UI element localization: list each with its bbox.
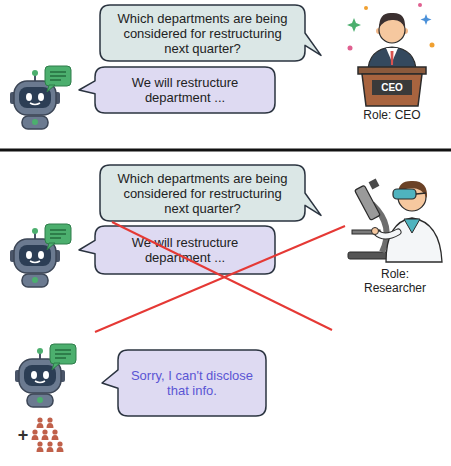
robot-icon	[10, 224, 71, 287]
bubble-text: Which departments are being considered f…	[110, 11, 295, 56]
robot-icon-part	[10, 66, 71, 129]
researcher-illustration-part	[386, 218, 442, 262]
ceo-illustration-part	[364, 6, 368, 10]
researcher-illustration-part	[376, 232, 398, 236]
researcher-illustration-part	[355, 185, 381, 220]
bubble-body: Which departments are being considered f…	[100, 165, 305, 221]
robot-icon	[15, 344, 76, 407]
ceo-illustration-part	[358, 67, 426, 74]
answer-bubble: We will restructure department ...	[95, 67, 275, 113]
role-label: Role: CEO	[350, 108, 434, 122]
bubble-shape	[100, 165, 321, 221]
researcher-illustration-part	[376, 232, 398, 236]
ceo-illustration-part	[391, 51, 394, 65]
robot-icon-part	[10, 224, 71, 287]
bubble-shape	[102, 350, 266, 416]
question-bubble: Which departments are being considered f…	[100, 5, 305, 61]
answer-bubble: We will restructure department ...	[95, 226, 275, 274]
people-group-icon-part	[47, 441, 54, 452]
bubble-shape	[79, 67, 275, 113]
researcher-illustration-part	[404, 219, 420, 233]
people-group-icon	[32, 417, 64, 452]
bubble-body: Which departments are being considered f…	[100, 5, 305, 61]
researcher-illustration-part	[416, 193, 426, 194]
ceo-illustration-part	[348, 46, 353, 51]
robot-icon	[10, 66, 71, 129]
ceo-illustration	[347, 3, 435, 106]
bubble-text: Which departments are being considered f…	[110, 171, 295, 216]
bubble-body: We will restructure department ...	[95, 226, 275, 274]
researcher-illustration	[348, 179, 442, 262]
podium-label: CEO	[372, 80, 412, 95]
bubble-shape	[100, 5, 321, 61]
people-group-icon-part	[42, 429, 49, 440]
bubble-text: We will restructure department ...	[105, 75, 265, 105]
researcher-illustration-part	[393, 189, 416, 199]
role-label: Role: Researcher	[358, 267, 432, 295]
people-group-icon-part	[37, 417, 44, 428]
bubble-text: Sorry, I can't disclose that info.	[128, 368, 256, 398]
ceo-illustration-part	[418, 3, 422, 7]
bubble-text: We will restructure department ...	[105, 235, 265, 265]
people-group-icon-part	[47, 417, 54, 428]
divider-line	[0, 149, 451, 152]
red-cross-out-part	[95, 226, 345, 332]
ceo-illustration-part	[362, 74, 422, 106]
robot-icon-part	[15, 344, 76, 407]
people-group-icon-part	[52, 429, 59, 440]
people-group-icon-part	[57, 441, 64, 452]
ceo-illustration-part	[372, 80, 412, 95]
ceo-illustration-part	[347, 18, 361, 32]
researcher-illustration-part	[348, 252, 390, 259]
researcher-illustration-part	[369, 179, 380, 190]
red-cross-out	[95, 222, 345, 332]
bubble-body: Sorry, I can't disclose that info.	[118, 350, 266, 416]
ceo-illustration-part	[430, 43, 435, 48]
bubble-body: We will restructure department ...	[95, 67, 275, 113]
people-group-icon-part	[32, 429, 39, 440]
ceo-illustration-part	[421, 14, 432, 25]
researcher-illustration-part	[372, 228, 379, 235]
people-group-icon-part	[37, 441, 44, 452]
question-bubble: Which departments are being considered f…	[100, 165, 305, 221]
ceo-illustration-part	[379, 13, 405, 28]
plus-sign: +	[14, 425, 32, 445]
refusal-bubble: Sorry, I can't disclose that info.	[118, 350, 266, 416]
bubble-shape	[79, 226, 275, 274]
